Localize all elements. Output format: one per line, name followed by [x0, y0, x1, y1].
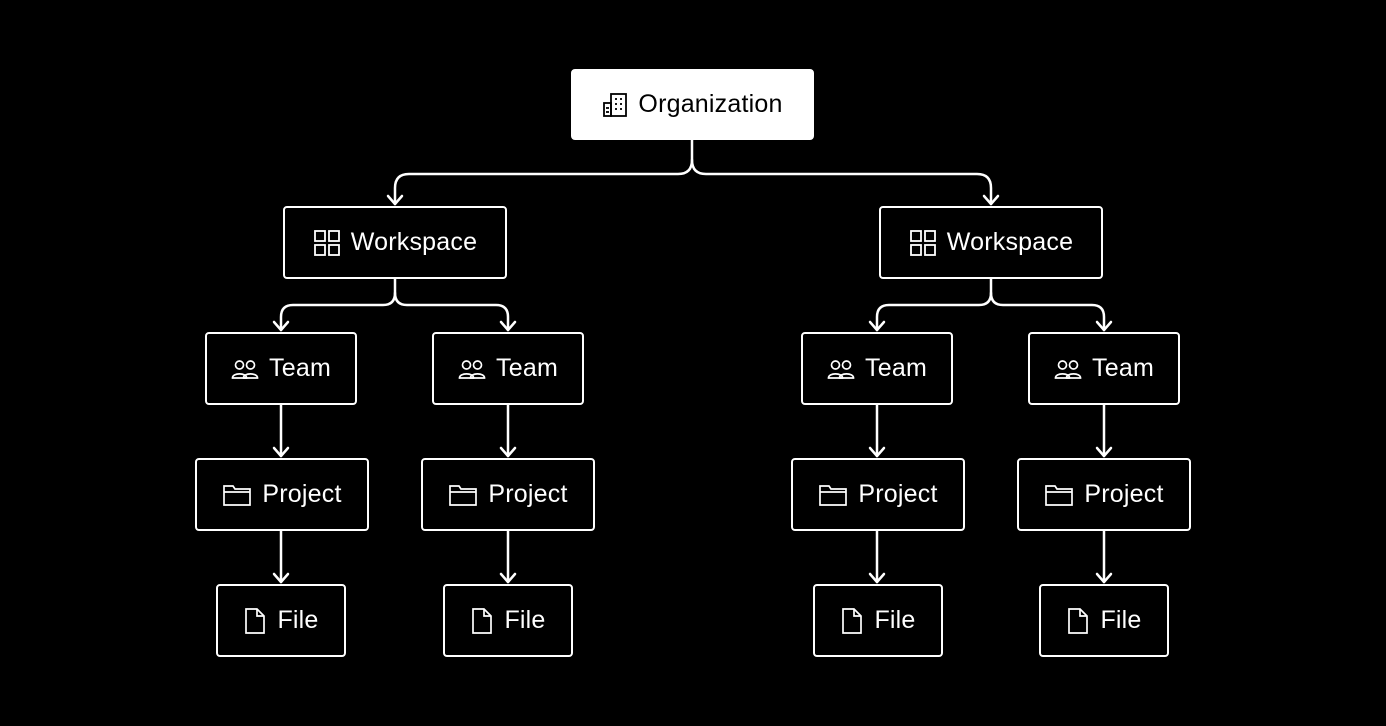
arrow-head [1095, 446, 1113, 458]
arrow-head [1095, 572, 1113, 584]
team-node[interactable]: Team [432, 332, 584, 405]
project-label: Project [1084, 480, 1164, 508]
users-icon [458, 357, 486, 381]
team-label: Team [865, 354, 927, 382]
project-node[interactable]: Project [791, 458, 965, 531]
project-node[interactable]: Project [195, 458, 369, 531]
arrow-head [499, 446, 517, 458]
arrow-head [499, 572, 517, 584]
users-icon [827, 357, 855, 381]
file-icon [470, 607, 494, 635]
arrow-head [868, 572, 886, 584]
arrow-head [272, 446, 290, 458]
organization-node[interactable]: Organization [571, 69, 814, 140]
project-label: Project [858, 480, 938, 508]
file-label: File [277, 606, 319, 634]
branch-connector [690, 158, 993, 206]
users-icon [1054, 357, 1082, 381]
file-node[interactable]: File [443, 584, 573, 657]
branch-connector [279, 277, 397, 332]
file-icon [1066, 607, 1090, 635]
file-node[interactable]: File [216, 584, 346, 657]
folder-icon [818, 483, 848, 507]
team-label: Team [496, 354, 558, 382]
grid-icon [909, 229, 937, 257]
building-icon [602, 92, 628, 118]
team-label: Team [1092, 354, 1154, 382]
project-node[interactable]: Project [1017, 458, 1191, 531]
arrow-head [1095, 320, 1113, 332]
workspace-label: Workspace [946, 228, 1074, 256]
branch-connector [393, 291, 510, 332]
branch-connector [393, 138, 694, 206]
folder-icon [1044, 483, 1074, 507]
file-icon [840, 607, 864, 635]
organization-label: Organization [638, 90, 783, 118]
arrow-head [499, 320, 517, 332]
project-label: Project [262, 480, 342, 508]
folder-icon [222, 483, 252, 507]
file-label: File [1100, 606, 1142, 634]
workspace-node[interactable]: Workspace [879, 206, 1103, 279]
folder-icon [448, 483, 478, 507]
file-label: File [874, 606, 916, 634]
grid-icon [313, 229, 341, 257]
arrow-head [982, 194, 1000, 206]
team-node[interactable]: Team [205, 332, 357, 405]
users-icon [231, 357, 259, 381]
workspace-node[interactable]: Workspace [283, 206, 507, 279]
branch-connector [989, 291, 1106, 332]
file-label: File [504, 606, 546, 634]
project-node[interactable]: Project [421, 458, 595, 531]
file-node[interactable]: File [813, 584, 943, 657]
project-label: Project [488, 480, 568, 508]
arrow-head [868, 446, 886, 458]
arrow-head [386, 194, 404, 206]
team-label: Team [269, 354, 331, 382]
team-node[interactable]: Team [801, 332, 953, 405]
team-node[interactable]: Team [1028, 332, 1180, 405]
arrow-head [868, 320, 886, 332]
arrow-head [272, 320, 290, 332]
branch-connector [875, 277, 993, 332]
arrow-head [272, 572, 290, 584]
workspace-label: Workspace [350, 228, 478, 256]
file-node[interactable]: File [1039, 584, 1169, 657]
file-icon [243, 607, 267, 635]
